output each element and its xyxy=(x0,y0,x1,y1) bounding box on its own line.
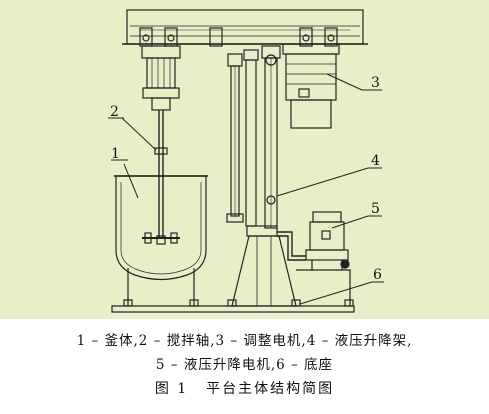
lifting-column xyxy=(226,45,297,307)
leader-5 xyxy=(331,215,369,229)
figure-title: 平台主体结构简图 xyxy=(206,381,335,397)
leader-lines xyxy=(108,73,384,305)
callout-numbers: 1 2 3 4 5 6 xyxy=(110,75,382,283)
legend-line-1: 1 – 釜体,2 – 搅拌轴,3 – 调整电机,4 – 液压升降架, xyxy=(76,333,413,349)
base xyxy=(111,299,355,313)
leader-3 xyxy=(326,73,363,91)
legend-line-2: 5 – 液压升降电机,6 – 底座 xyxy=(155,357,334,373)
callout-6: 6 xyxy=(373,267,382,283)
callout-4: 4 xyxy=(371,153,380,169)
leader-6 xyxy=(299,281,373,305)
leader-1 xyxy=(123,163,139,199)
callout-3: 3 xyxy=(371,75,380,91)
adjusting-motor xyxy=(282,43,340,129)
leader-4 xyxy=(276,167,369,197)
hydraulic-motor xyxy=(277,211,351,306)
top-beam xyxy=(122,9,368,47)
agitator-head xyxy=(141,45,181,111)
kettle-body xyxy=(114,175,208,306)
stirring-shaft xyxy=(142,110,180,245)
callout-5: 5 xyxy=(371,201,380,217)
platform-structure-drawing: 1 2 3 4 5 6 xyxy=(108,9,384,313)
callout-2: 2 xyxy=(110,104,119,120)
callout-1: 1 xyxy=(111,146,120,162)
leader-2 xyxy=(121,117,157,151)
figure-label: 图 1 xyxy=(154,381,189,397)
figure-caption: 图 1 平台主体结构简图 xyxy=(0,378,489,398)
